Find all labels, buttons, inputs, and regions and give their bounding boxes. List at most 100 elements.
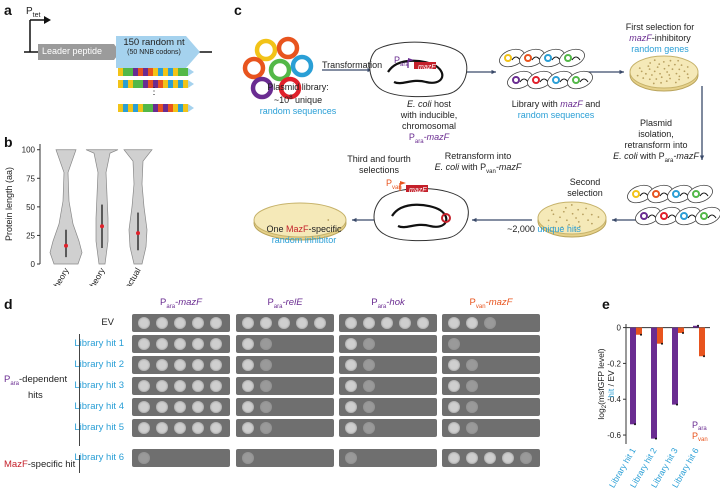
y-tick-label: 100	[22, 146, 36, 155]
e-data-point	[640, 333, 642, 336]
e-bar-para	[630, 327, 636, 425]
spot-strip	[132, 419, 230, 437]
e-data-point	[697, 324, 699, 327]
spot-strip	[442, 398, 540, 416]
e-bar-pvan	[657, 327, 663, 344]
e-y-tick-label: 0	[617, 324, 622, 333]
first-selection-colony	[653, 59, 656, 62]
violin-median	[100, 224, 104, 229]
panel-label-b: b	[4, 134, 13, 150]
colony-spot	[174, 317, 186, 329]
codon-block	[158, 104, 163, 112]
colony-spot	[345, 317, 357, 329]
colony-spot	[192, 338, 204, 350]
codon-block	[138, 68, 143, 76]
second-library-chromosome	[707, 214, 717, 219]
codon-block	[183, 104, 188, 112]
e-y-axis-label: log2(msfGFP level)	[596, 348, 608, 419]
row-label: Library hit 6	[74, 452, 124, 463]
library-plasmid	[564, 54, 572, 62]
e-y-tick-label: -0.2	[607, 359, 621, 368]
colony-spot	[210, 359, 222, 371]
library-plasmid	[572, 76, 580, 84]
library-plasmid	[524, 54, 532, 62]
colony-spot	[210, 422, 222, 434]
codon-row-tip	[188, 80, 194, 88]
colony-spot	[520, 338, 532, 350]
mazf-gene-2	[406, 185, 428, 192]
colony-spot	[381, 338, 393, 350]
arrow-to-library-head	[491, 69, 496, 75]
colony-spot	[296, 317, 308, 329]
second-library-plasmid	[700, 212, 708, 220]
e-data-point	[676, 403, 678, 406]
e-data-point	[655, 437, 657, 440]
first-selection-colony	[687, 76, 690, 79]
cell-gene-label: mazF	[418, 64, 436, 71]
colony-spot	[138, 380, 150, 392]
colony-spot	[138, 317, 150, 329]
second-selection-colony	[552, 226, 555, 229]
colony-spot	[314, 359, 326, 371]
second-selection-colony	[577, 221, 580, 223]
codon-row-tip	[188, 68, 194, 76]
colony-spot	[417, 401, 429, 413]
codon-block	[178, 104, 183, 112]
colony-spot	[399, 359, 411, 371]
plasmid-ring	[290, 54, 314, 78]
codon-block	[148, 68, 153, 76]
colony-spot	[156, 422, 168, 434]
first-selection-colony	[673, 63, 676, 66]
first-selection-colony	[669, 77, 671, 80]
plasmid-ring	[250, 76, 274, 100]
cell-promoter-label: Para	[394, 55, 409, 68]
colony-spot	[210, 317, 222, 329]
y-tick-label: 50	[26, 203, 35, 212]
colony-spot	[417, 359, 429, 371]
first-selection-colony	[648, 68, 651, 70]
colony-spot	[138, 359, 150, 371]
codon-block	[123, 68, 128, 76]
e-data-point	[661, 342, 663, 345]
colony-spot	[399, 317, 411, 329]
e-bar-pvan	[678, 327, 684, 333]
colony-spot	[363, 452, 375, 464]
codon-block	[118, 104, 123, 112]
first-selection-colony	[660, 76, 663, 79]
e-data-point	[634, 423, 636, 426]
e-bar-para	[693, 325, 699, 328]
spot-strip	[236, 419, 334, 437]
codon-block	[143, 80, 148, 88]
colony-spot	[466, 359, 478, 371]
colony-spot	[260, 380, 272, 392]
second-selection-colony	[565, 219, 568, 222]
first-selection-colony	[651, 74, 653, 76]
spot-strip	[442, 449, 540, 467]
codon-block	[143, 104, 148, 112]
retransform-text: Retransform into E. coli with Pvan-mazF	[434, 151, 522, 175]
colony-spot	[192, 317, 204, 329]
first-selection-colony	[648, 78, 651, 81]
second-library-plasmid	[680, 212, 688, 220]
library-chromosome	[579, 78, 589, 83]
y-tick-label: 0	[31, 260, 36, 269]
colony-spot	[242, 401, 254, 413]
column-header: Para-mazF	[160, 297, 202, 310]
codon-block	[123, 104, 128, 112]
unique-hits-text: ~2,000 unique hits	[507, 224, 581, 234]
spot-strip	[442, 356, 540, 374]
colony-spot	[484, 380, 496, 392]
colony-spot	[484, 422, 496, 434]
colony-spot	[192, 359, 204, 371]
first-selection-colony	[659, 72, 661, 75]
second-selection-colony	[577, 208, 580, 211]
random-nt-label: 150 random nt(50 NNB codons)	[123, 37, 185, 57]
first-selection-colony	[678, 75, 681, 78]
transformation-label: Transformation	[322, 60, 383, 70]
colony-spot	[466, 380, 478, 392]
colony-spot	[242, 422, 254, 434]
colony-spot	[448, 380, 460, 392]
colony-spot	[381, 452, 393, 464]
codon-block	[158, 80, 163, 88]
colony-spot	[192, 380, 204, 392]
